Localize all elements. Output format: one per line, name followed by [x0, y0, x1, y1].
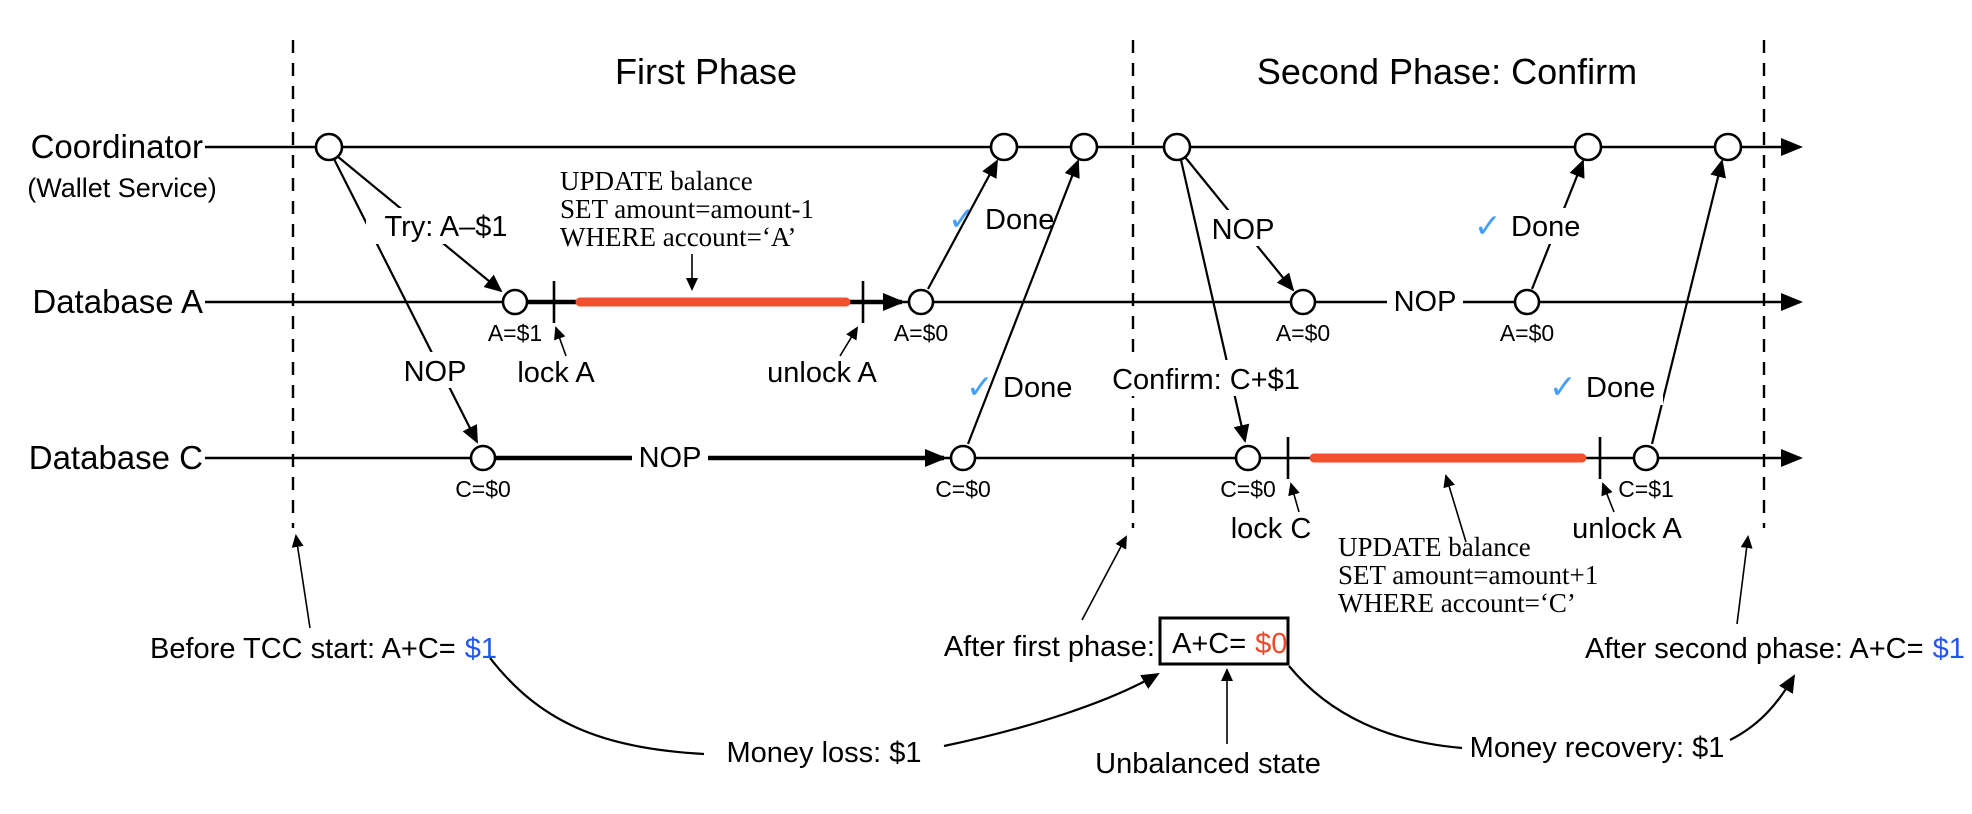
money-recovery-curve-right — [1729, 674, 1796, 741]
db-c-node-phase1-end — [949, 444, 977, 472]
node-value-c0: C=$0 — [455, 476, 511, 502]
unlock-c-label: unlock A — [1572, 513, 1682, 545]
after-second-label: After second phase: A+C= — [1585, 633, 1924, 665]
coordinator-node-done-c1 — [1069, 132, 1099, 162]
nop-inline-label-c: NOP — [639, 442, 702, 474]
done3-label-bg — [1466, 208, 1586, 244]
unbalanced-value-box — [1158, 616, 1290, 666]
done-label-a-phase2: Done — [1511, 211, 1580, 243]
db-a-node-nop — [1289, 288, 1317, 316]
done-a-phase1-arrow — [927, 159, 998, 290]
before-tcc-text: Before TCC start: A+C= $1 — [150, 633, 497, 665]
after-first-pointer-arrow — [1081, 535, 1127, 621]
check-icon: ✓ — [1549, 368, 1577, 405]
node-value-c1: C=$1 — [1618, 476, 1674, 502]
after-first-phase-label: After first phase: — [944, 631, 1155, 663]
sql-credit-line1: UPDATE balance — [1338, 532, 1531, 562]
second-phase-title: Second Phase: Confirm — [1257, 51, 1637, 92]
db-c-node-confirm — [1234, 444, 1262, 472]
before-tcc-pointer-arrow — [291, 534, 311, 629]
unlock-c-pointer-arrow — [1601, 482, 1615, 513]
after-second-pointer-arrow — [1736, 535, 1753, 625]
sql-credit-statement: UPDATE balance SET amount=amount+1 WHERE… — [1338, 532, 1598, 618]
money-loss-label: Money loss: $1 — [726, 737, 921, 769]
coordinator-node-start — [314, 132, 344, 162]
first-phase-title: First Phase — [615, 51, 797, 92]
done-c-phase1-arrow — [966, 159, 1080, 445]
db-c-node-nop — [469, 444, 497, 472]
node-value-a0: A=$0 — [894, 320, 948, 346]
sql-debit-line1: UPDATE balance — [560, 166, 753, 196]
coordinator-node-phase2 — [1162, 132, 1192, 162]
lane-label-database-a: Database A — [32, 283, 203, 320]
done-label-a-phase1: Done — [985, 204, 1054, 236]
nop-inline-label-a: NOP — [1394, 286, 1457, 318]
unlock-a-pointer-arrow — [839, 326, 859, 357]
nop-inline-a-bg — [1387, 285, 1463, 319]
try-message-label: Try: A–$1 — [384, 211, 507, 243]
nop-inline-c-bg — [632, 441, 708, 475]
sql-credit-line2: SET amount=amount+1 — [1338, 560, 1598, 590]
lock-c-label: lock C — [1231, 513, 1312, 545]
sql-debit-line3: WHERE account=‘A’ — [560, 222, 796, 252]
done-label-c-phase1: Done — [1003, 372, 1072, 404]
money-recovery-curve-left — [1288, 665, 1463, 750]
sql-credit-line3: WHERE account=‘C’ — [1338, 588, 1576, 618]
node-value-c0: C=$0 — [1220, 476, 1276, 502]
money-loss-curve-right — [943, 672, 1160, 748]
lock-a-pointer-arrow — [554, 326, 567, 357]
db-a-node-try — [501, 288, 529, 316]
after-second-value: $1 — [1933, 633, 1965, 665]
money-loss-curve-left — [489, 657, 705, 756]
nop-label-phase2: NOP — [1212, 214, 1275, 246]
confirm-message-arrow — [1179, 159, 1250, 443]
lane-sublabel-wallet-service: (Wallet Service) — [27, 173, 217, 203]
node-value-a1: A=$1 — [488, 320, 542, 346]
unlock-a-label: unlock A — [767, 357, 877, 389]
lane-label-database-c: Database C — [29, 439, 203, 476]
db-c-node-final — [1632, 444, 1660, 472]
check-icon: ✓ — [1474, 207, 1502, 244]
lock-c-pointer-arrow — [1288, 482, 1300, 513]
coordinator-node-done-c2 — [1713, 132, 1743, 162]
unbalanced-state-label: Unbalanced state — [1095, 748, 1321, 780]
confirm-message-label: Confirm: C+$1 — [1112, 364, 1300, 396]
lock-a-label: lock A — [517, 357, 595, 389]
nop-to-c-arrow — [333, 158, 478, 444]
check-icon: ✓ — [966, 368, 994, 405]
node-value-a0: A=$0 — [1276, 320, 1330, 346]
coordinator-node-done-a2 — [1573, 132, 1603, 162]
try-label-bg — [366, 208, 526, 244]
nop1-label-bg — [396, 352, 474, 388]
nop-label-phase1: NOP — [404, 356, 467, 388]
after-second-phase-text: After second phase: A+C= $1 — [1585, 633, 1965, 665]
sql-debit-statement: UPDATE balance SET amount=amount-1 WHERE… — [560, 166, 814, 252]
before-tcc-label: Before TCC start: A+C= — [150, 633, 456, 665]
done-label-c-phase2: Done — [1586, 372, 1655, 404]
sql-credit-pointer-arrow — [1443, 474, 1467, 543]
db-a-node-final — [1513, 288, 1541, 316]
node-value-c0: C=$0 — [935, 476, 991, 502]
sql-debit-line2: SET amount=amount-1 — [560, 194, 814, 224]
done4-label-bg — [1541, 369, 1663, 405]
box-value: $0 — [1255, 628, 1287, 660]
done-c-phase2-arrow — [1650, 159, 1726, 445]
node-value-a0: A=$0 — [1500, 320, 1554, 346]
confirm-label-bg — [1110, 360, 1302, 396]
box-label: A+C= — [1172, 628, 1246, 660]
after-first-phase-value: A+C= $0 — [1172, 628, 1287, 660]
coordinator-node-done-a1 — [989, 132, 1019, 162]
money-recovery-label: Money recovery: $1 — [1470, 732, 1725, 764]
check-icon: ✓ — [948, 200, 976, 237]
lane-label-coordinator: Coordinator — [31, 128, 203, 165]
db-a-node-unlocked — [907, 288, 935, 316]
before-tcc-value: $1 — [465, 633, 497, 665]
nop2-label-bg — [1203, 210, 1283, 246]
